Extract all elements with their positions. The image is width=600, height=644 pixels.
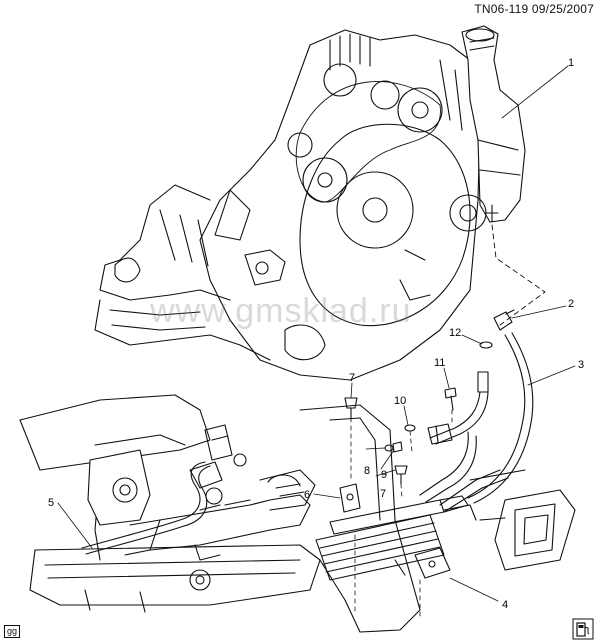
callout-7-upper: 7 [349,372,355,384]
cooler-bracket-4 [394,547,451,579]
return-hose-3 [467,332,534,504]
seal-washer-12 [479,341,493,349]
bracket-6 [339,483,361,513]
nut-9 [392,441,403,453]
callout-1: 1 [568,57,574,69]
corner-code-label: gg [4,625,21,638]
fastener-10 [404,424,416,432]
callout-6: 6 [304,489,310,501]
callout-7-lower: 7 [380,488,386,500]
washer-8 [384,444,394,452]
watermark-text: www.gmsklad.ru [150,292,412,330]
callout-2: 2 [568,298,574,310]
ps-fluid-reservoir [461,25,526,223]
bolt-11 [444,387,457,411]
ps-cooler-4 [315,469,509,581]
engine-assembly [94,29,481,381]
callout-10: 10 [394,395,406,407]
steering-gear [124,424,316,561]
hose-5 [81,461,211,555]
leader-lines [57,65,576,602]
callout-12: 12 [449,327,461,339]
hose-fitting-2 [493,309,515,331]
vehicle-frame [19,394,576,633]
callout-5: 5 [48,497,54,509]
gas-pump-icon [572,618,594,640]
callout-11: 11 [434,357,445,369]
drawing-id: TN06-119 09/25/2007 [474,2,594,16]
callout-3: 3 [578,359,584,371]
pressure-hose [419,371,489,503]
bolt-7-upper [344,397,358,419]
callout-8: 8 [364,465,370,477]
ps-pump [449,194,499,232]
callout-4: 4 [502,599,508,611]
callout-9: 9 [381,469,387,481]
bolt-7-lower [394,465,408,485]
